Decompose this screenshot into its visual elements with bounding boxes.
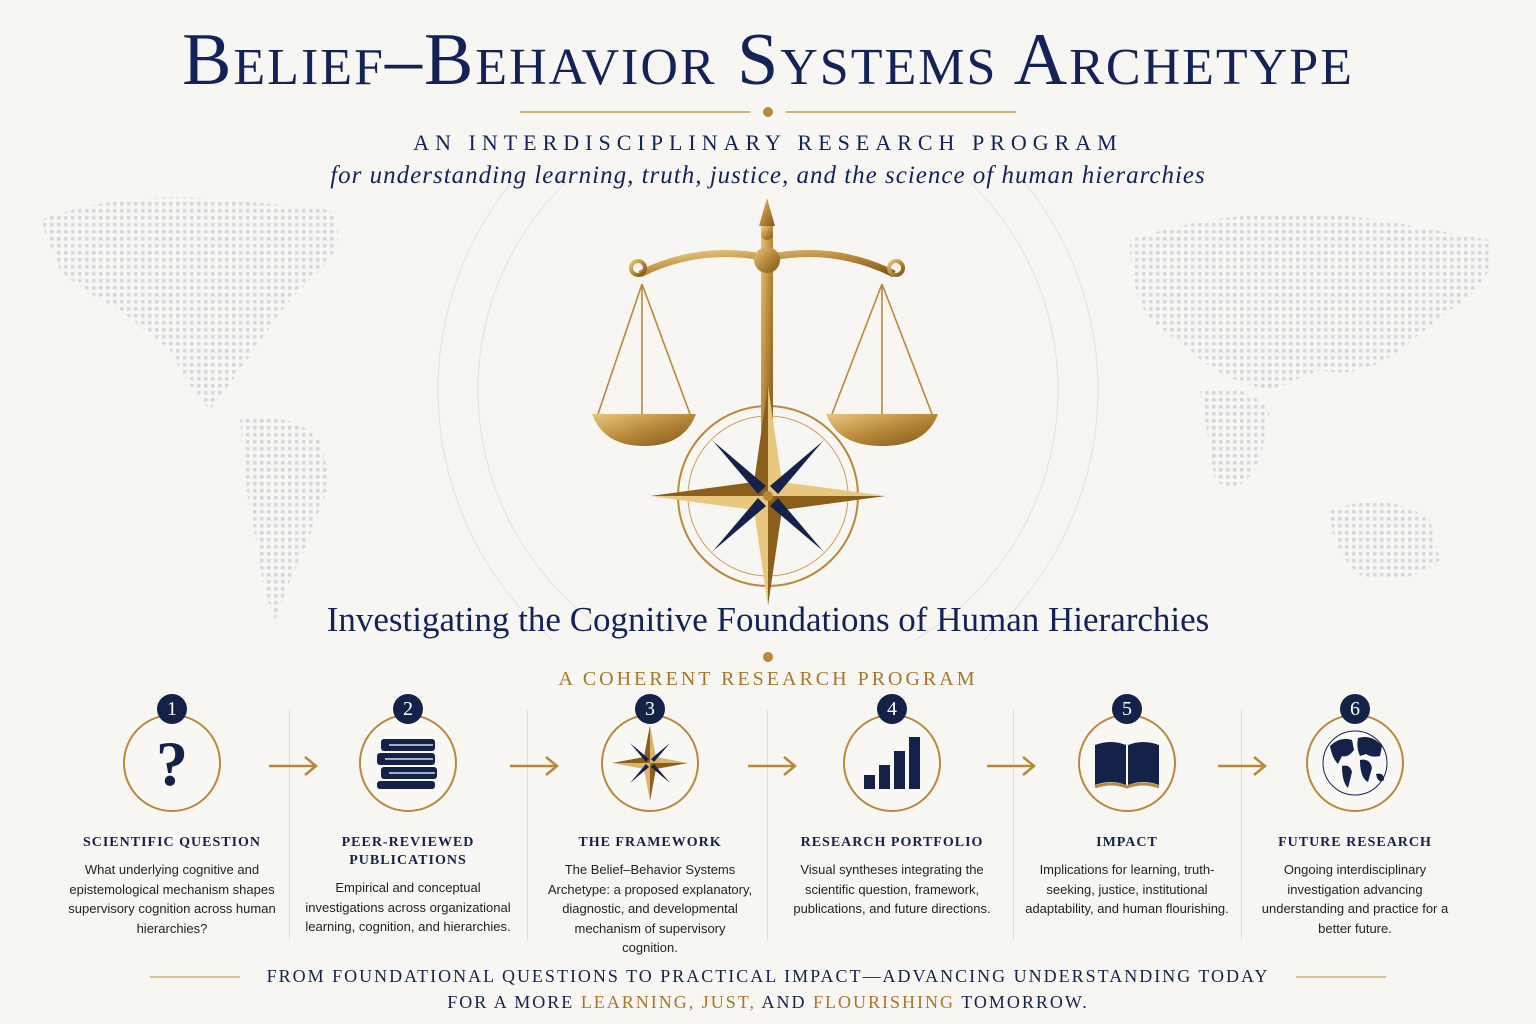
program-subtitle: AN INTERDISCIPLINARY RESEARCH PROGRAM [413,130,1123,155]
scales-of-justice-with-compass-rose-icon [592,198,938,606]
footer-rule-right [1296,976,1386,978]
step-icon-circle [1306,714,1404,812]
title-ornament-divider [520,107,1016,117]
step-divider [527,710,528,940]
step-title: THE FRAMEWORK [578,835,722,850]
step-number-badge: 4 [877,694,907,724]
step-title: IMPACT [1096,835,1158,850]
step-number-badge: 1 [157,694,187,724]
step-number-badge: 6 [1340,694,1370,724]
bar-chart-icon [864,737,920,789]
arrow-right-icon [748,756,797,776]
step-peer-reviewed-publications: 2 PEER-REVIEWED PUBLICATIONS Empirical a… [303,694,513,937]
footer-highlight: LEARNING, JUST, [580,992,756,1012]
footer-text: TOMORROW. [955,992,1089,1012]
footer-rule-left [150,976,240,978]
footer-line-2: FOR A MORE LEARNING, JUST, AND FLOURISHI… [0,992,1536,1013]
arrow-right-icon [1218,756,1267,776]
step-description: Visual syntheses integrating the scienti… [793,862,991,916]
compass-rose-icon [612,725,688,801]
step-icon-circle [1078,714,1176,812]
step-divider [1241,710,1242,940]
step-description: Empirical and conceptual investigations … [305,880,511,934]
stacked-books-icon [377,739,437,789]
step-title: SCIENTIFIC QUESTION [82,835,262,850]
step-number-badge: 2 [393,694,423,724]
step-scientific-question: 1 ? SCIENTIFIC QUESTION What underlying … [67,694,277,938]
step-description: The Belief–Behavior Systems Archetype: a… [547,862,753,955]
footer-highlight: FLOURISHING [813,992,956,1012]
step-icon-circle [359,714,457,812]
globe-icon [1322,730,1388,796]
page-title: Belief–Behavior Systems Archetype [182,19,1354,101]
program-section-label: A COHERENT RESEARCH PROGRAM [558,668,978,690]
arrow-right-icon [987,756,1036,776]
step-description: Implications for learning, truth-seeking… [1025,862,1229,916]
step-divider [1013,710,1014,940]
step-icon-circle: ? [123,714,221,812]
step-description: What underlying cognitive and epistemolo… [68,862,276,936]
step-title: FUTURE RESEARCH [1278,835,1432,850]
step-research-portfolio: 4 RESEARCH PORTFOLIO Visual syntheses in… [787,694,997,919]
step-the-framework: 3 THE FRAMEWORK The Belief–Behavior Syst… [545,694,755,958]
step-icon-circle [843,714,941,812]
footer-text: AND [755,992,813,1012]
footer-text: FOR A MORE [447,992,581,1012]
open-book-icon [1094,742,1160,789]
step-number-badge: 3 [635,694,665,724]
step-future-research: 6 FUTURE RESEARCH Ongoing interdisciplin… [1250,694,1460,938]
step-title: PEER-REVIEWED PUBLICATIONS [341,835,475,868]
arrow-right-icon [269,756,318,776]
step-icon-circle [601,714,699,812]
step-title: RESEARCH PORTFOLIO [800,835,984,850]
svg-text:?: ? [156,733,188,793]
arrow-right-icon [510,756,559,776]
step-number-badge: 5 [1112,694,1142,724]
program-headline: Investigating the Cognitive Foundations … [326,600,1210,639]
step-description: Ongoing interdisciplinary investigation … [1261,862,1449,936]
question-mark-icon: ? [156,733,188,793]
step-impact: 5 IMPACT Implications for learning, trut… [1022,694,1232,919]
step-divider [767,710,768,940]
world-map-background [40,180,1492,640]
footer-line-1: FROM FOUNDATIONAL QUESTIONS TO PRACTICAL… [266,966,1270,986]
program-tagline: for understanding learning, truth, justi… [330,162,1206,189]
step-divider [289,710,290,940]
headline-ornament-dot [763,652,773,662]
